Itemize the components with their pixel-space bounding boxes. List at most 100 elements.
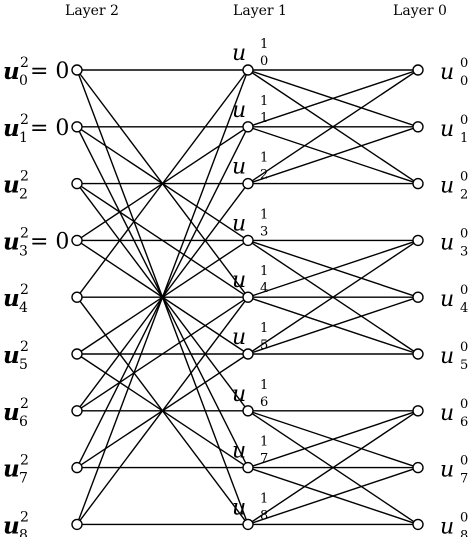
layer-1-node-6: [242, 405, 254, 417]
l2-l1-edge-4-0: [76, 69, 249, 298]
var-superscript: 0: [460, 340, 468, 355]
l1-l0-edge-8-6: [247, 410, 419, 525]
layer-1-title: Layer 1: [233, 3, 287, 19]
var-superscript: 2: [20, 225, 29, 241]
var-equals-zero: = 0: [30, 59, 69, 84]
layer-1-node-7: [242, 461, 254, 474]
var-base: u: [3, 456, 20, 483]
var-subscript: 7: [260, 452, 268, 467]
layer-1-node-5: [242, 348, 254, 360]
layer-0-node-4: [412, 291, 424, 303]
l2-l1-edge-6-4: [76, 296, 249, 412]
layer-2-node-1: [71, 121, 83, 133]
var-base: u: [3, 512, 20, 537]
layer-2-node-3: [71, 234, 83, 247]
layer-2-title: Layer 2: [65, 3, 119, 19]
var-superscript: 1: [260, 321, 268, 336]
l2-l1-edge-8-4: [76, 296, 249, 525]
var-base: u: [3, 115, 20, 142]
var-base: u: [440, 174, 454, 199]
l2-l1-edge-8-0: [76, 69, 249, 525]
var-subscript: 7: [19, 471, 28, 487]
var-superscript: 1: [260, 151, 268, 166]
l1-l0-edge-4-3: [247, 239, 419, 298]
var-superscript: 1: [260, 264, 268, 279]
var-equals-zero: = 0: [30, 229, 69, 254]
var-base: u: [440, 514, 454, 537]
var-superscript: 2: [20, 169, 29, 185]
var-superscript: 0: [460, 454, 468, 469]
var-subscript: 1: [460, 131, 468, 146]
layer-2-node-7: [71, 461, 83, 474]
var-base: u: [3, 399, 20, 426]
var-base: u: [440, 344, 454, 369]
var-superscript: 2: [20, 453, 29, 469]
layer-2-node-4: [71, 291, 83, 303]
var-base: u: [232, 41, 246, 66]
var-equals-zero: = 0: [30, 116, 69, 141]
var-subscript: 4: [260, 281, 268, 296]
layer-titles: Layer 2 Layer 1 Layer 0: [65, 3, 447, 19]
var-subscript: 1: [260, 111, 268, 126]
layer-2-node-6: [71, 405, 83, 417]
var-base: u: [3, 228, 20, 255]
var-superscript: 2: [20, 509, 29, 525]
var-subscript: 5: [460, 358, 468, 373]
layer-2-node-0: [71, 64, 83, 76]
layer-0-title: Layer 0: [393, 3, 447, 19]
var-subscript: 8: [260, 508, 268, 523]
l1-l0-edge-8-7: [247, 466, 419, 526]
var-base: u: [232, 439, 246, 464]
var-subscript: 1: [19, 130, 28, 146]
var-superscript: 2: [20, 396, 29, 412]
var-superscript: 1: [260, 37, 268, 52]
var-subscript: 0: [260, 54, 268, 69]
l1-l0-edge-1-0: [247, 69, 419, 128]
layer-0-node-0: [412, 64, 424, 76]
var-base: u: [3, 285, 20, 312]
var-base: u: [232, 382, 246, 407]
var-subscript: 2: [260, 168, 268, 183]
var-superscript: 0: [460, 397, 468, 412]
var-superscript: 0: [460, 170, 468, 185]
l1-l0-edge-2-1: [247, 126, 419, 185]
var-subscript: 3: [19, 243, 28, 259]
layer-0-node-3: [412, 234, 424, 247]
var-subscript: 6: [19, 414, 28, 430]
var-base: u: [440, 401, 454, 426]
l1-l0-edge-5-3: [247, 239, 419, 355]
var-subscript: 0: [460, 74, 468, 89]
layer-1-node-0: [242, 64, 254, 76]
var-base: u: [440, 230, 454, 255]
layer-1-node-1: [242, 121, 254, 133]
var-base: u: [440, 117, 454, 142]
var-superscript: 2: [20, 55, 29, 71]
var-subscript: 8: [19, 527, 28, 537]
var-subscript: 3: [460, 244, 468, 259]
layer-0-node-2: [412, 177, 424, 190]
var-subscript: 3: [260, 224, 268, 239]
var-base: u: [3, 58, 20, 85]
var-base: u: [3, 342, 20, 369]
var-subscript: 7: [460, 472, 468, 487]
var-base: u: [232, 98, 246, 123]
edge-group: [76, 69, 419, 526]
